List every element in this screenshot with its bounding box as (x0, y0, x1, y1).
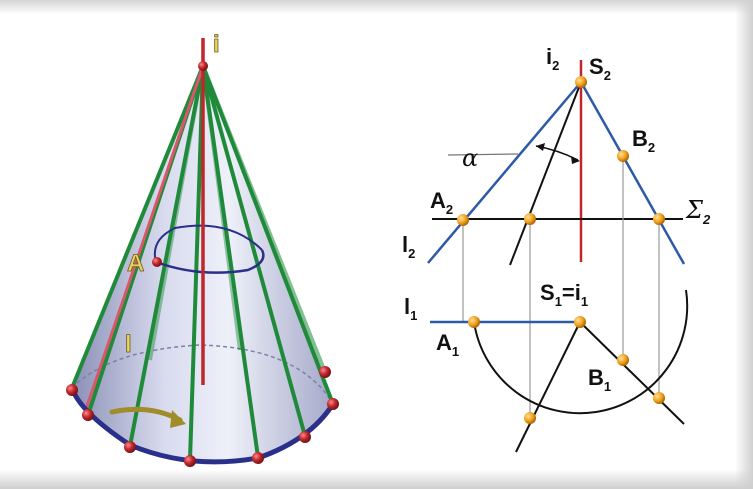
point-s1 (574, 316, 586, 328)
label-l1: l1 (404, 294, 417, 323)
point-a-3d (152, 257, 162, 267)
parallel-circle-front (155, 249, 265, 274)
point-a1 (468, 316, 480, 328)
projection-lines (462, 156, 660, 418)
base-point (124, 441, 136, 453)
label-s1-i1: S1=i1 (540, 280, 588, 309)
base-points (66, 366, 339, 467)
parallel-circle-back (153, 224, 263, 263)
rotation-arrowhead-icon (170, 410, 186, 428)
point-sigma-mid (524, 213, 536, 225)
generatrix-top-1 (515, 321, 581, 453)
generatrix-line (148, 65, 205, 361)
generatrix-l (83, 65, 205, 413)
label-b2: B2 (632, 126, 655, 155)
generatrix-line (70, 65, 205, 389)
right-shadow (735, 0, 753, 489)
label-alpha: α (462, 144, 478, 172)
axis-label-3d: i (213, 31, 220, 58)
point-circle-right (653, 392, 665, 404)
bottom-shadow (0, 469, 753, 489)
label-a1: A1 (436, 330, 459, 359)
base-circle-top (473, 289, 689, 415)
base-point (319, 366, 331, 378)
angle-arrowhead-icon (571, 156, 580, 164)
point-s2 (575, 76, 587, 88)
base-point (252, 452, 264, 464)
label-a2: A2 (430, 188, 453, 217)
generatrix-line (201, 65, 307, 437)
point-circle-bottom (524, 412, 536, 424)
generatrix-line (188, 65, 205, 461)
base-point (327, 398, 339, 410)
base-point (299, 431, 311, 443)
label-sigma2: Σ2 (685, 196, 711, 227)
base-point (184, 455, 196, 467)
angle-arrowhead-icon (536, 143, 545, 151)
generatrix-top-2 (579, 321, 685, 425)
top-shadow (0, 0, 753, 14)
point-label-a-3d: A (127, 250, 144, 277)
point-sigma-right (653, 213, 665, 225)
projection-points (457, 76, 665, 424)
label-l2: l2 (402, 232, 415, 261)
base-point (66, 384, 78, 396)
label-b1: B1 (588, 365, 611, 394)
generatrix-front (509, 81, 582, 266)
contour-right (579, 81, 686, 265)
generatrix-label-3d: l (125, 331, 132, 358)
generatrix-line (201, 65, 327, 373)
generatrix-line (128, 65, 205, 447)
generatrix-line (201, 65, 260, 458)
angle-leader (447, 153, 519, 156)
point-b2 (617, 150, 629, 162)
apex-point (198, 61, 208, 71)
label-s2: S2 (589, 54, 611, 83)
point-b1 (617, 354, 629, 366)
cone-3d: i A l (66, 31, 339, 467)
contour-left (427, 81, 582, 264)
generatrices (70, 65, 335, 461)
generatrix-line (201, 65, 242, 351)
projection-drawing: i2 S2 B2 α A2 Σ2 l2 l1 S1=i1 A1 B1 (402, 44, 711, 453)
point-a2 (457, 214, 469, 226)
base-point (82, 409, 94, 421)
label-i2: i2 (546, 44, 559, 73)
